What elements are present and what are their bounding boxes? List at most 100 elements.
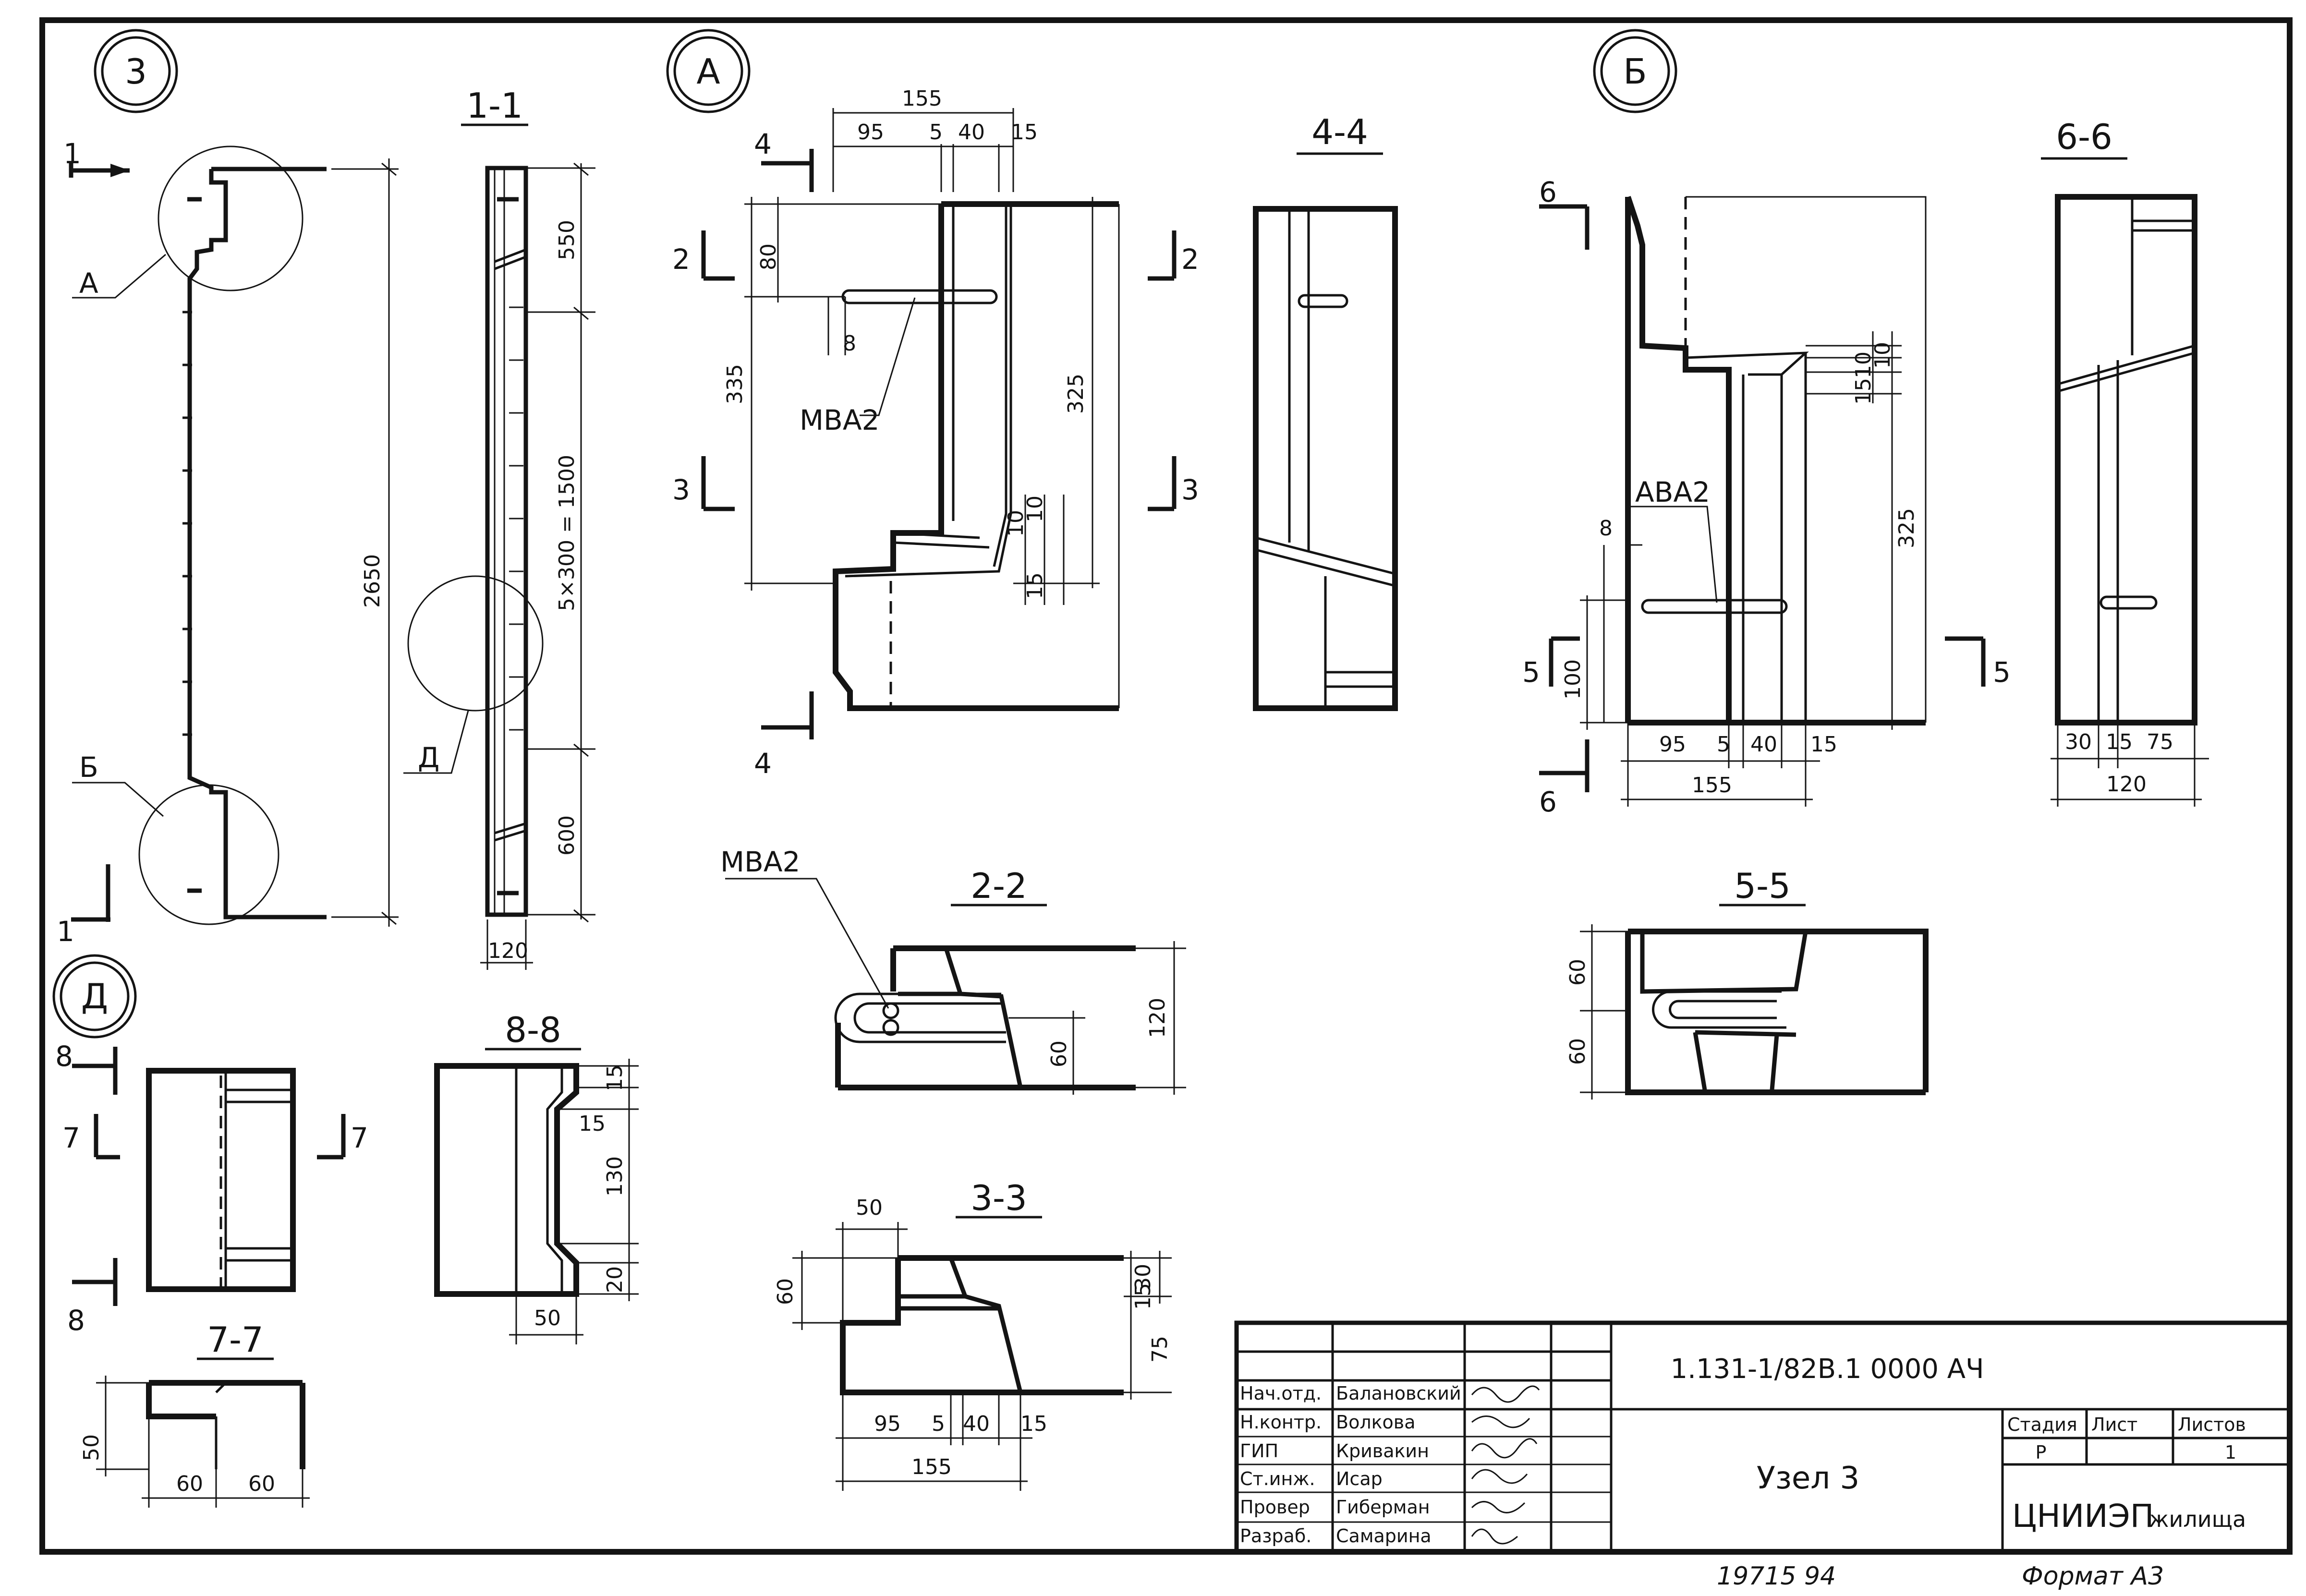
inventory-number: 19715 94 bbox=[1717, 1562, 1836, 1591]
dim-66-120: 120 bbox=[2106, 772, 2147, 797]
drawing-name: Узел 3 bbox=[1757, 1461, 1859, 1496]
name-2: Кривакин bbox=[1336, 1440, 1429, 1462]
callout-b-label: Б bbox=[79, 751, 98, 784]
view-b: Б 6 6 5 5 АВА2 10 10 15 325 8 100 95 5 bbox=[1522, 29, 2011, 818]
section-3-3: 3-3 50 60 30 15 75 95 5 40 15 155 bbox=[773, 1178, 1172, 1491]
section-1-label-bottom: 1 bbox=[57, 915, 74, 948]
org-subname: жилища bbox=[2149, 1506, 2246, 1532]
dim-a-335: 335 bbox=[723, 364, 747, 404]
section-5-5: 5-5 60 60 bbox=[1566, 866, 1929, 1100]
dim-66-75: 75 bbox=[2147, 730, 2173, 754]
section-8-8: 8-8 15 15 130 20 50 bbox=[434, 1010, 639, 1344]
cut-5-left bbox=[1549, 636, 1580, 687]
rebar-mva2 bbox=[841, 289, 998, 304]
section-4-4-title: 4-4 bbox=[1311, 112, 1368, 152]
dim-a-8: 8 bbox=[843, 331, 856, 356]
sheet-frame bbox=[39, 17, 2293, 1555]
role-2: ГИП bbox=[1240, 1440, 1278, 1462]
dim-2650 bbox=[331, 158, 399, 927]
cut-2-right-label: 2 bbox=[1181, 243, 1199, 276]
view-a: А 4 4 2 2 3 3 МВА2 155 95 5 40 15 80 bbox=[666, 29, 1199, 780]
view-b-label: Б bbox=[1623, 51, 1647, 92]
section-8-8-title: 8-8 bbox=[505, 1010, 561, 1050]
dim-33-50: 50 bbox=[856, 1196, 883, 1220]
dim-77-50: 50 bbox=[79, 1434, 104, 1461]
section-7-7-title: 7-7 bbox=[207, 1319, 264, 1360]
sheets-value: 1 bbox=[2225, 1442, 2236, 1463]
cut-4-bottom bbox=[761, 691, 814, 739]
view-a-outline bbox=[833, 201, 1119, 711]
dim-88-15a: 15 bbox=[603, 1064, 627, 1091]
cut-8-bottom-label: 8 bbox=[67, 1304, 85, 1337]
section-3-3-outline bbox=[840, 1255, 1124, 1395]
dim-2650-text: 2650 bbox=[360, 554, 385, 608]
callout-d-label: Д bbox=[418, 741, 439, 774]
dim-a-40: 40 bbox=[958, 120, 985, 145]
view-a-label: А bbox=[696, 51, 720, 92]
dim-33-5: 5 bbox=[932, 1412, 945, 1436]
cut-3-left-label: 3 bbox=[672, 473, 690, 506]
view-d: Д 8 8 7 7 bbox=[52, 954, 368, 1337]
cut-3-right-label: 3 bbox=[1181, 473, 1199, 506]
section-6-6-rebar bbox=[2100, 595, 2158, 610]
dim-b-15: 15 bbox=[1851, 378, 1876, 405]
view-d-label: Д bbox=[81, 976, 108, 1016]
role-5: Разраб. bbox=[1240, 1525, 1311, 1547]
dim-a-155: 155 bbox=[902, 86, 942, 111]
cut-6-bottom bbox=[1539, 739, 1590, 792]
section-2-2-rebar-label: МВА2 bbox=[720, 846, 800, 878]
dim-a-5: 5 bbox=[929, 120, 943, 145]
cut-3-right bbox=[1148, 456, 1177, 511]
dim-66-15: 15 bbox=[2106, 730, 2133, 754]
cut-6-top bbox=[1539, 204, 1590, 250]
section-3-3-title: 3-3 bbox=[971, 1178, 1027, 1218]
dim-b-5: 5 bbox=[1717, 732, 1730, 757]
cut-5-left-label: 5 bbox=[1522, 656, 1540, 689]
cut-8-bottom bbox=[72, 1258, 118, 1306]
dim-66-30: 30 bbox=[2065, 730, 2092, 754]
view-3-label: 3 bbox=[125, 51, 147, 92]
section-2-2-outline bbox=[835, 945, 1136, 1090]
cut-8-top-label: 8 bbox=[55, 1040, 73, 1073]
view-d-outline bbox=[146, 1068, 296, 1292]
dim-33-60: 60 bbox=[773, 1278, 798, 1305]
cut-4-bottom-label: 4 bbox=[754, 747, 772, 780]
dim-33-95: 95 bbox=[874, 1412, 901, 1436]
section-6-6: 6-6 30 15 75 120 bbox=[2041, 117, 2209, 807]
section-2-2: 2-2 МВА2 120 60 bbox=[720, 846, 1186, 1095]
dim-33-15b: 15 bbox=[1020, 1412, 1047, 1436]
dim-a-80: 80 bbox=[756, 243, 781, 270]
cut-7-right-label: 7 bbox=[351, 1122, 368, 1154]
signatures bbox=[1471, 1385, 1540, 1545]
sheet-label: Лист bbox=[2091, 1414, 2137, 1435]
cut-3-left bbox=[701, 456, 735, 511]
dim-a-10b: 10 bbox=[1023, 496, 1047, 522]
dim-55-60a: 60 bbox=[1566, 959, 1590, 986]
section-4-4-rebar bbox=[1298, 294, 1348, 308]
role-3: Ст.инж. bbox=[1240, 1468, 1315, 1489]
cut-7-right bbox=[317, 1114, 346, 1160]
dim-22-120: 120 bbox=[1145, 998, 1170, 1038]
section-1-1-title: 1-1 bbox=[466, 85, 523, 126]
dim-120: 120 bbox=[488, 939, 528, 963]
dim-33-30: 30 bbox=[1131, 1264, 1155, 1291]
name-1: Волкова bbox=[1336, 1412, 1416, 1433]
name-5: Самарина bbox=[1336, 1525, 1432, 1547]
dim-77-60a: 60 bbox=[176, 1472, 203, 1496]
view-a-marker bbox=[666, 29, 751, 113]
section-4-4: 4-4 bbox=[1253, 112, 1398, 711]
role-4: Провер bbox=[1240, 1497, 1310, 1518]
dim-88-20: 20 bbox=[603, 1266, 627, 1293]
role-rows: Нач.отд. Балановский Н.контр. Волкова ГИ… bbox=[1240, 1383, 1461, 1547]
dim-5x300: 5×300 = 1500 bbox=[555, 455, 579, 611]
dim-600: 600 bbox=[555, 815, 579, 856]
dim-b-10b: 10 bbox=[1851, 351, 1876, 378]
callout-d-circle bbox=[407, 575, 544, 712]
dim-88-50: 50 bbox=[534, 1306, 561, 1330]
sheet-format: Формат А3 bbox=[2022, 1562, 2164, 1591]
stage-label: Стадия bbox=[2007, 1414, 2077, 1435]
dim-a-325: 325 bbox=[1064, 374, 1088, 414]
dim-b-100: 100 bbox=[1561, 659, 1585, 700]
section-2-2-title: 2-2 bbox=[971, 866, 1027, 906]
